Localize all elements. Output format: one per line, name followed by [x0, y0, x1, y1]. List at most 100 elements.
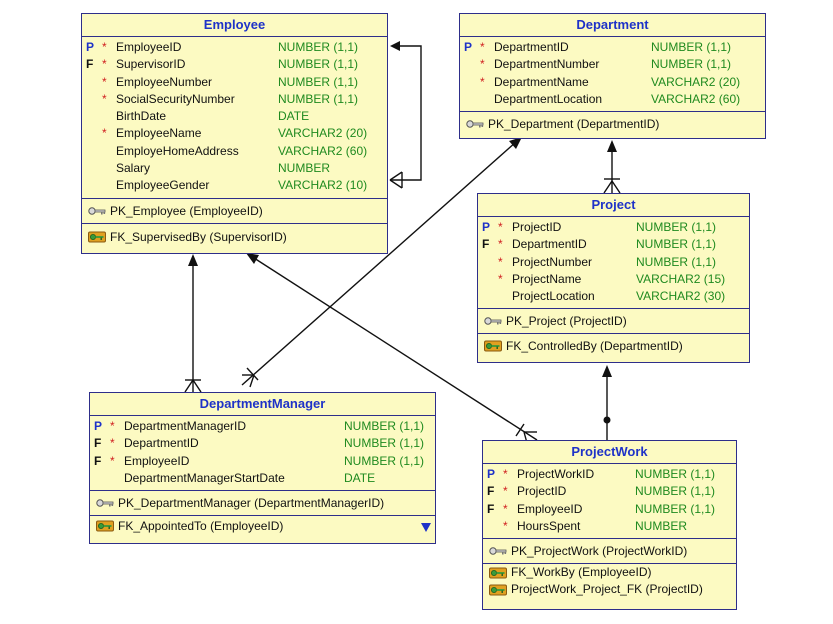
fk-row[interactable]: FK_ControlledBy (DepartmentID): [478, 334, 749, 358]
fk-row[interactable]: FK_AppointedTo (EmployeeID): [90, 516, 435, 536]
rel-projectwork-project-arrowhead: [602, 365, 612, 377]
pk-row[interactable]: PK_Employee (EmployeeID): [82, 199, 387, 223]
foreign-key-icon: [489, 584, 507, 595]
column-type: VARCHAR2 (20): [278, 126, 368, 141]
pk-section: PK_Employee (EmployeeID): [82, 199, 387, 224]
scroll-down-arrow-icon[interactable]: [421, 523, 431, 533]
rel-project-department[interactable]: [603, 140, 621, 194]
fk-row[interactable]: ProjectWork_Project_FK (ProjectID): [483, 581, 736, 598]
column-row[interactable]: EmployeHomeAddress VARCHAR2 (60): [82, 143, 387, 160]
column-type: VARCHAR2 (20): [651, 74, 741, 89]
column-name: ProjectID: [517, 484, 567, 499]
column-type: NUMBER (1,1): [344, 419, 425, 433]
rel-deptmanager-department[interactable]: [241, 137, 522, 388]
column-type: NUMBER (1,1): [651, 57, 732, 72]
column-name: SocialSecurityNumber: [116, 91, 235, 106]
column-type: NUMBER: [278, 161, 331, 176]
column-name: DepartmentID: [124, 436, 199, 451]
column-name: DepartmentManagerStartDate: [124, 470, 285, 485]
column-type: NUMBER (1,1): [278, 74, 359, 89]
rel-deptmanager-employee[interactable]: [184, 254, 202, 393]
rel-projectwork-project[interactable]: [602, 365, 612, 440]
column-type: DATE: [278, 109, 310, 124]
entity-title: Project: [478, 194, 749, 217]
rel-employee-self[interactable]: [389, 41, 422, 189]
column-type: VARCHAR2 (60): [651, 91, 741, 106]
column-name: HoursSpent: [517, 518, 581, 533]
rel-project-department-arrowhead: [607, 140, 617, 152]
column-name: EmployeeNumber: [116, 74, 213, 89]
column-type: NUMBER (1,1): [635, 467, 716, 481]
pk-row[interactable]: PK_DepartmentManager (DepartmentManagerI…: [90, 491, 435, 515]
column-type: NUMBER (1,1): [278, 40, 359, 54]
entity-title: Employee: [82, 14, 387, 37]
pk-row[interactable]: PK_ProjectWork (ProjectWorkID): [483, 539, 736, 563]
rel-projectwork-project-dot: [603, 416, 611, 424]
column-type: VARCHAR2 (60): [278, 143, 368, 158]
pk-section: PK_ProjectWork (ProjectWorkID): [483, 539, 736, 565]
foreign-key-icon: [96, 521, 114, 532]
column-name: DepartmentLocation: [494, 91, 603, 106]
column-name: Salary: [116, 161, 151, 176]
pk-row[interactable]: PK_Project (ProjectID): [478, 309, 749, 333]
pk-row[interactable]: PK_Department (DepartmentID): [460, 112, 765, 136]
column-type: NUMBER (1,1): [278, 57, 359, 72]
column-name: ProjectNumber: [512, 254, 593, 269]
column-name: EmployeHomeAddress: [116, 143, 239, 158]
column-name: DepartmentNumber: [494, 57, 600, 72]
column-name: ProjectLocation: [512, 289, 595, 304]
column-row[interactable]: Salary NUMBER: [82, 160, 387, 177]
column-name: EmployeeName: [116, 126, 202, 141]
column-type: VARCHAR2 (15): [636, 271, 726, 286]
fk-row[interactable]: FK_SupervisedBy (SupervisorID): [82, 224, 387, 250]
rel-employee-self-arrowhead: [390, 41, 400, 51]
entity-title: DepartmentManager: [90, 393, 435, 416]
column-name: DepartmentName: [494, 74, 589, 89]
primary-key-icon: [489, 546, 507, 557]
rel-projectwork-employee[interactable]: [246, 253, 538, 444]
fk-section: FK_WorkBy (EmployeeID) ProjectWork_Proje…: [483, 564, 736, 598]
column-type: NUMBER (1,1): [344, 453, 425, 468]
column-name: DepartmentID: [512, 237, 587, 252]
column-row[interactable]: DepartmentLocation VARCHAR2 (60): [460, 91, 765, 108]
fk-row[interactable]: FK_WorkBy (EmployeeID): [483, 564, 736, 581]
primary-key-icon: [88, 205, 106, 216]
column-type: VARCHAR2 (10): [278, 178, 368, 193]
column-name: ProjectWorkID: [517, 467, 595, 481]
foreign-key-icon: [88, 231, 106, 242]
primary-key-icon: [96, 498, 114, 509]
